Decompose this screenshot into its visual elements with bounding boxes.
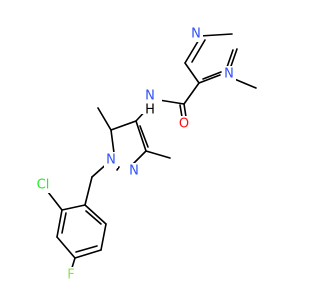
bond [100, 223, 107, 251]
atom-o-carbonyl: O [177, 116, 191, 132]
bond [202, 71, 222, 80]
atom-labels-layer: N N O N H N N [33, 26, 236, 283]
n-label: N [224, 67, 234, 82]
bond [179, 104, 183, 118]
bond [145, 150, 171, 159]
atom-cl: Cl [33, 177, 53, 193]
atom-nh-amide: N H [140, 88, 162, 118]
bond [158, 99, 185, 105]
bond [191, 39, 206, 63]
bond [61, 204, 86, 211]
molecule-diagram: N N O N H N N [33, 26, 257, 283]
bond [74, 249, 102, 259]
bond [84, 176, 93, 206]
bond [61, 212, 67, 234]
n-label: N [106, 153, 116, 168]
structure-svg: N N O N H N N [33, 26, 257, 283]
n-label: N [191, 27, 201, 42]
n-label: N [145, 89, 155, 104]
bond [183, 103, 187, 118]
bond [75, 245, 98, 253]
o-label: O [179, 117, 189, 132]
bond [84, 204, 107, 225]
bond [229, 48, 238, 70]
n-label: N [129, 164, 139, 179]
atom-n-pyrazole-4: N [127, 163, 141, 179]
bond [198, 74, 221, 84]
atom-n-pyrazole-3: N [104, 152, 118, 168]
f-label: F [67, 268, 74, 283]
bond [184, 37, 201, 64]
bond [135, 120, 147, 152]
bond [116, 166, 120, 171]
atom-f: F [64, 267, 78, 283]
bond [85, 210, 102, 225]
bond [110, 120, 137, 131]
bond [110, 129, 115, 154]
h-label: H [145, 103, 155, 118]
bond [199, 33, 233, 37]
bond [97, 107, 112, 131]
bond [56, 209, 63, 238]
cl-label: Cl [37, 178, 50, 193]
bond [47, 191, 63, 211]
bond [139, 125, 149, 148]
atom-n-pyrazole-1: N [189, 26, 203, 42]
atom-n-pyrazole-2: N [222, 66, 236, 82]
bond [183, 82, 200, 105]
bond [56, 236, 76, 259]
bond [184, 62, 200, 84]
